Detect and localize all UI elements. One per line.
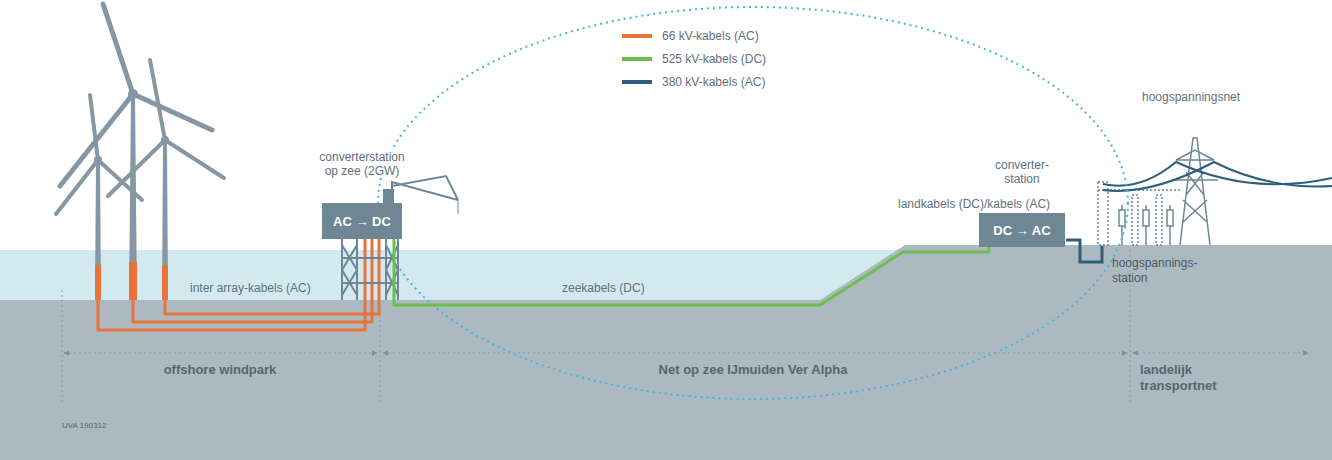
conversion-label: AC → DC bbox=[333, 214, 391, 229]
legend-text: 380 kV-kabels (AC) bbox=[662, 75, 765, 89]
legend-swatch-line bbox=[622, 57, 652, 61]
conversion-label: DC → AC bbox=[993, 223, 1050, 238]
legend-swatch-line bbox=[622, 34, 652, 38]
legend-entry: 525 kV-kabels (DC) bbox=[622, 52, 766, 66]
text-label: landkabels (DC)/kabels (AC) bbox=[896, 197, 1052, 212]
text-label: offshore windpark bbox=[120, 362, 320, 378]
project-boundary bbox=[378, 7, 1128, 399]
legend-entry: 380 kV-kabels (AC) bbox=[622, 75, 765, 89]
legend-text: 525 kV-kabels (DC) bbox=[662, 52, 766, 66]
cable-label: zeekabels (DC) bbox=[560, 281, 647, 295]
legend-swatch-line bbox=[622, 80, 652, 84]
overhead-lines bbox=[1103, 162, 1332, 191]
legend-text: 66 kV-kabels (AC) bbox=[662, 29, 759, 43]
text-label: hoogspanningsnet bbox=[1140, 90, 1242, 105]
station-heading: converter- station bbox=[980, 158, 1064, 186]
text-label: Net op zee IJmuiden Ver Alpha bbox=[603, 362, 903, 378]
legend-swatch bbox=[622, 56, 652, 62]
inter-array-cables bbox=[98, 239, 379, 330]
platform-jacket bbox=[342, 239, 398, 300]
converter-station: converterstation op zee (2GW) AC → DC bbox=[312, 150, 412, 239]
wind-turbines bbox=[56, 4, 224, 300]
station-box: DC → AC bbox=[979, 213, 1065, 247]
ground bbox=[0, 245, 1332, 460]
legend-swatch bbox=[622, 33, 652, 39]
dc-sea-cable bbox=[394, 239, 989, 305]
legend-entry: 66 kV-kabels (AC) bbox=[622, 29, 759, 43]
text-label: landelijk transportnet bbox=[1140, 362, 1240, 394]
text-label: inter array-kabels (AC) bbox=[188, 281, 313, 296]
dimension-lines bbox=[62, 250, 1308, 402]
land-ac-cable bbox=[1066, 240, 1102, 262]
station-heading: converterstation op zee (2GW) bbox=[312, 150, 412, 178]
legend-swatch bbox=[622, 79, 652, 85]
text-label: UVA 190312 bbox=[62, 420, 142, 431]
text-label: hoogspannings- station bbox=[1112, 256, 1222, 286]
station-box: AC → DC bbox=[322, 203, 402, 239]
